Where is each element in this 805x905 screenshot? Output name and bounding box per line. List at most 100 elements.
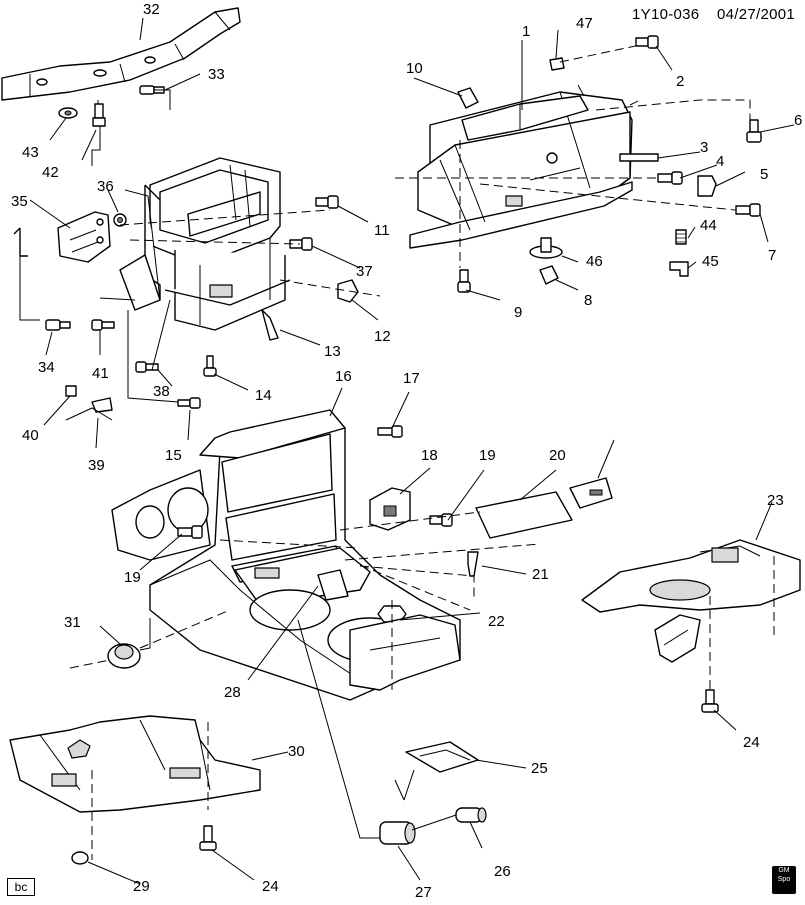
callout-label: 20 (549, 447, 566, 464)
washer (58, 107, 78, 119)
radio-mounting-bracket (99, 157, 291, 341)
callout-label: 5 (760, 166, 768, 183)
latch (669, 261, 689, 277)
callout-label: 37 (356, 263, 373, 280)
clip (65, 385, 77, 397)
diagram-code: 1Y10-036 (632, 6, 700, 23)
striker (529, 237, 563, 259)
callout-label: 41 (92, 365, 109, 382)
callout-label: 7 (768, 247, 776, 264)
callout-label: 9 (514, 304, 522, 321)
logo-line: GM (778, 867, 790, 874)
pin (619, 153, 659, 162)
bumper (539, 265, 559, 285)
pocket (369, 487, 411, 531)
callout-label: 30 (288, 743, 305, 760)
callout-label: 32 (143, 1, 160, 18)
callout-label: 34 (38, 359, 55, 376)
frame-rail (1, 7, 241, 101)
callout-label: 13 (324, 343, 341, 360)
bolt (289, 237, 313, 251)
callout-label: 25 (531, 760, 548, 777)
callout-label: 29 (133, 878, 150, 895)
insulator (107, 643, 141, 669)
callout-label: 18 (421, 447, 438, 464)
screw (199, 825, 217, 851)
callout-label: 40 (22, 427, 39, 444)
callout-label: 39 (88, 457, 105, 474)
bolt (203, 355, 217, 377)
screw (429, 513, 453, 527)
callout-label: 47 (576, 15, 593, 32)
callout-label: 22 (488, 613, 505, 630)
callout-labels: 1 2 3 4 5 6 7 8 9 10 11 12 13 14 15 16 1… (11, 1, 802, 901)
grommet (455, 807, 487, 823)
screw (746, 119, 762, 143)
callout-label: 19 (479, 447, 496, 464)
washer (71, 851, 89, 865)
callout-label: 19 (124, 569, 141, 586)
callout-label: 8 (584, 292, 592, 309)
spring (675, 229, 687, 245)
clip (337, 279, 359, 303)
callout-label: 46 (586, 253, 603, 270)
bolt (177, 397, 201, 409)
callout-label: 24 (743, 734, 760, 751)
push-pin (467, 551, 479, 577)
bolt (135, 361, 159, 373)
callout-label: 31 (64, 614, 81, 631)
carpet-panel-left (9, 715, 261, 813)
bracket-clip (91, 397, 113, 413)
bolt (315, 195, 339, 209)
callout-label: 2 (676, 73, 684, 90)
console-bracket (349, 614, 461, 691)
callout-label: 6 (794, 112, 802, 129)
logo-line: Spo (777, 876, 791, 883)
callout-label: 38 (153, 383, 170, 400)
carpet-panel-right (581, 539, 801, 663)
callout-label: 15 (165, 447, 182, 464)
callout-label: 26 (494, 863, 511, 880)
bolt (45, 319, 71, 331)
screw (457, 269, 471, 293)
pad (549, 57, 565, 71)
callout-label: 35 (11, 193, 28, 210)
trim-plate (569, 477, 613, 509)
callout-label: 1 (522, 23, 530, 40)
callout-label: 33 (208, 66, 225, 83)
callout-label: 28 (224, 684, 241, 701)
callout-label: 21 (532, 566, 549, 583)
callout-label: 16 (335, 368, 352, 385)
screw (635, 35, 659, 49)
screw (735, 203, 761, 217)
screw (701, 689, 719, 713)
brace (13, 211, 111, 263)
gm-spo-logo: GM Spo (772, 866, 796, 894)
callout-label: 42 (42, 164, 59, 181)
filler (405, 741, 479, 773)
callout-label: 45 (702, 253, 719, 270)
bolt (113, 213, 127, 227)
door (475, 491, 573, 539)
callout-label: 43 (22, 144, 39, 161)
source-badge: bc (7, 878, 35, 896)
callout-label: 4 (716, 153, 724, 170)
glove-box (409, 84, 633, 249)
callout-label: 36 (97, 178, 114, 195)
callout-label: 44 (700, 217, 717, 234)
callout-label: 11 (374, 222, 390, 239)
bolt (92, 103, 106, 127)
leader-lines (29, 17, 795, 885)
callout-label: 17 (403, 370, 420, 387)
bumper (697, 175, 717, 197)
grommet (379, 821, 416, 845)
callout-label: 10 (406, 60, 423, 77)
diagram-date: 04/27/2001 (717, 6, 796, 23)
screw (657, 171, 683, 185)
bumper (457, 87, 479, 109)
screw (377, 425, 403, 438)
callout-label: 24 (262, 878, 279, 895)
callout-label: 3 (700, 139, 708, 156)
